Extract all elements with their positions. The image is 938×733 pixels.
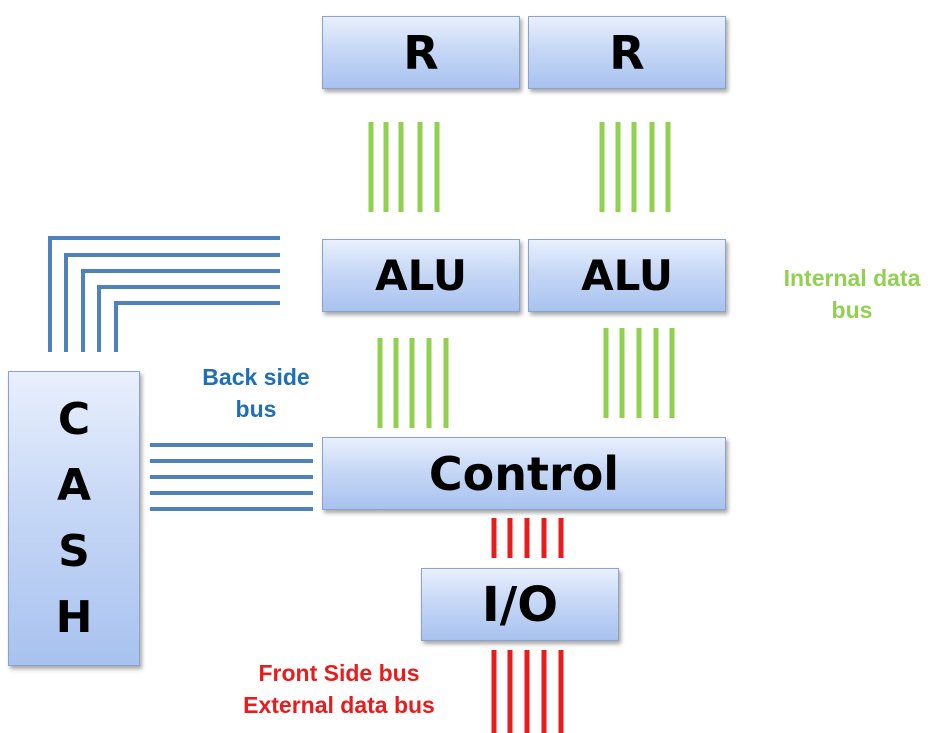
io-label: I/O: [481, 576, 559, 633]
front-side-label-line1: Front Side bus: [258, 660, 420, 686]
internal-bus-r-alu-left: [368, 122, 440, 212]
internal-bus-label-line1: Internal data: [783, 265, 921, 291]
front-side-label-line2: External data bus: [243, 692, 435, 718]
io-block: I/O: [421, 568, 619, 641]
internal-bus-r-alu-right: [599, 122, 671, 212]
alu-left-label: ALU: [375, 251, 467, 300]
register-left-block: R: [322, 16, 520, 89]
cash-letter-c: C: [57, 393, 91, 445]
front-side-bus-control-io: [491, 518, 564, 558]
back-side-label-line2: bus: [235, 396, 277, 422]
cash-letter-a: A: [56, 459, 92, 511]
internal-bus-label-line2: bus: [831, 297, 873, 323]
back-side-label-line1: Back side: [202, 364, 310, 390]
internal-bus-alu-control-left: [377, 338, 449, 428]
alu-right-block: ALU: [528, 239, 726, 312]
control-label: Control: [428, 446, 620, 501]
cash-block: C A S H: [8, 371, 140, 666]
register-right-block: R: [528, 16, 726, 89]
back-side-bus-to-alu: [48, 236, 280, 352]
back-side-bus-to-control: [150, 443, 313, 511]
alu-left-block: ALU: [322, 239, 520, 312]
register-right-label: R: [609, 25, 645, 80]
cash-letter-h: H: [55, 591, 93, 643]
cash-letter-s: S: [58, 525, 90, 577]
alu-right-label: ALU: [581, 251, 673, 300]
front-side-bus-external: [491, 650, 564, 733]
front-side-bus-label: Front Side bus External data bus: [208, 657, 470, 721]
internal-bus-alu-control-right: [603, 328, 675, 418]
control-block: Control: [322, 437, 726, 510]
internal-data-bus-label: Internal data bus: [766, 262, 938, 326]
back-side-bus-label: Back side bus: [186, 361, 326, 425]
register-left-label: R: [403, 25, 439, 80]
